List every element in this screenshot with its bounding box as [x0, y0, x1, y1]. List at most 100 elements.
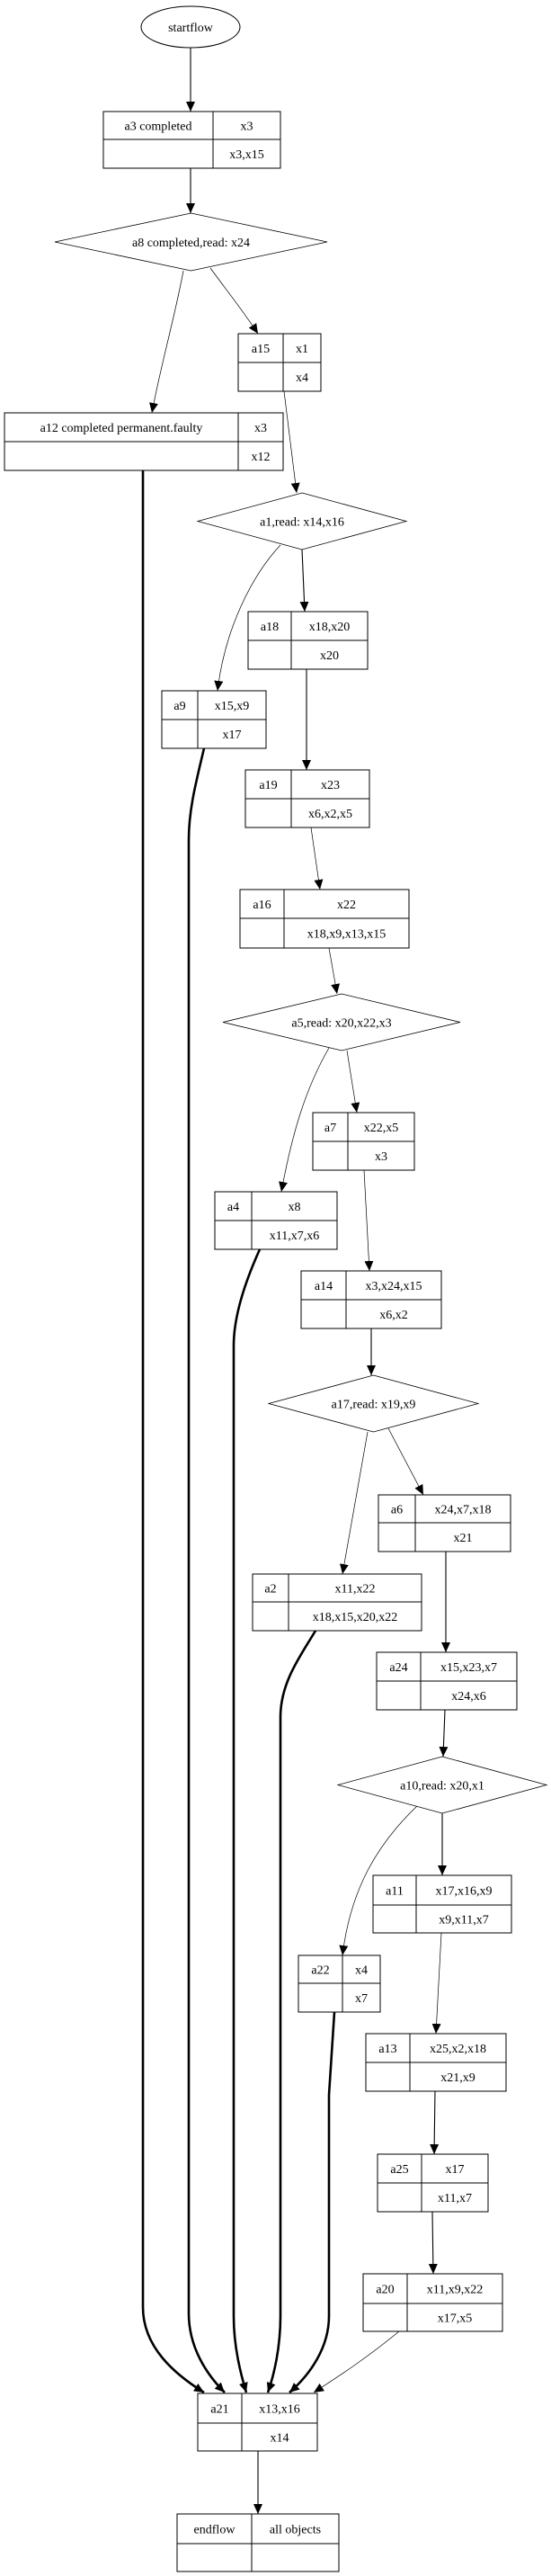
node-a21[interactable]: a21 x13,x16 x14: [197, 2393, 318, 2452]
decision-label: a1,read: x14,x16: [260, 516, 344, 530]
node-name: a14: [315, 1280, 333, 1293]
node-top-values: x1: [296, 343, 308, 356]
edge-a5-to-a7: [346, 1050, 360, 1114]
node-bottom-values: x17,x5: [438, 2312, 473, 2326]
node-bottom-values: x18,x9,x13,x15: [307, 928, 387, 942]
node-name: a3 completed: [124, 121, 191, 134]
node-a16[interactable]: a16 x22 x18,x9,x13,x15: [239, 889, 410, 949]
node-top-values: x25,x2,x18: [430, 2043, 486, 2056]
decision-a5[interactable]: a5,read: x20,x22,x3: [222, 993, 461, 1051]
node-bottom-values: x11,x7,x6: [270, 1230, 319, 1243]
decision-a17[interactable]: a17,read: x19,x9: [267, 1374, 480, 1433]
node-bottom-values: x3,x15: [229, 148, 264, 162]
node-bottom-values: x7: [355, 1992, 368, 2006]
node-bottom-values: x24,x6: [451, 1690, 486, 1704]
node-name: a16: [253, 899, 271, 912]
node-a18[interactable]: a18 x18,x20 x20: [247, 611, 369, 670]
node-box: [176, 2513, 340, 2572]
decision-a10[interactable]: a10,read: x20,x1: [336, 1756, 548, 1814]
edge-a2-to-a21: [266, 1630, 317, 2393]
edge-a1-to-a18: [299, 549, 309, 613]
decision-label: a17,read: x19,x9: [332, 1399, 416, 1412]
node-top-values: x3,x24,x15: [366, 1280, 422, 1293]
node-top-values: x22: [337, 899, 356, 912]
edge-a10-to-a22: [339, 1805, 418, 1956]
edge-a15-to-a1: [283, 390, 300, 494]
edge-a8-to-a12: [149, 270, 184, 414]
node-top-values: x18,x20: [309, 621, 351, 634]
node-bottom-values: x6,x2,x5: [308, 808, 352, 821]
decision-a8[interactable]: a8 completed,read: x24: [54, 212, 328, 272]
node-bottom-values: x20: [320, 649, 339, 663]
edge-a9-to-a21: [187, 747, 226, 2393]
node-top-values: x13,x16: [259, 2403, 300, 2417]
node-bottom-values: x12: [252, 451, 271, 464]
node-name: a11: [386, 1885, 404, 1899]
node-bottom-values: x18,x15,x20,x22: [313, 1611, 398, 1624]
edge-a22-to-a21: [289, 2011, 336, 2393]
node-name: a4: [227, 1201, 239, 1214]
node-name: a12 completed permanent.faulty: [40, 422, 203, 435]
node-name: endflow: [194, 2524, 236, 2537]
start-node[interactable]: startflow: [140, 5, 241, 49]
node-name: a19: [259, 779, 277, 792]
node-top-values: x11,x22: [335, 1583, 376, 1597]
node-name: a21: [210, 2403, 228, 2417]
edge-a4-to-a21: [232, 1248, 262, 2393]
node-bottom-values: x14: [271, 2432, 289, 2446]
decision-label: a8 completed,read: x24: [132, 237, 250, 250]
edge-a25-to-a20: [428, 2211, 438, 2275]
node-a12[interactable]: a12 completed permanent.faulty x3 x12: [4, 412, 284, 471]
edge-a19-to-a16: [310, 827, 324, 890]
node-name: a25: [390, 2163, 408, 2177]
node-top-values: x3: [254, 422, 267, 435]
edge-a1-to-a9: [214, 544, 281, 692]
edge-a13-to-a25: [430, 2090, 440, 2155]
node-bottom-values: x4: [296, 371, 308, 385]
node-a25[interactable]: a25 x17 x11,x7: [377, 2153, 489, 2213]
node-name: a18: [261, 621, 279, 634]
node-bottom-values: x3: [375, 1150, 387, 1164]
decision-a1[interactable]: a1,read: x14,x16: [196, 492, 408, 550]
node-box: [197, 2393, 318, 2452]
decision-diamond: [267, 1374, 480, 1433]
decision-diamond: [336, 1756, 548, 1814]
edge-a11-to-a13: [431, 1932, 442, 2035]
start-label: startflow: [168, 22, 214, 35]
decision-label: a10,read: x20,x1: [400, 1780, 484, 1793]
edge-a16-to-a5: [328, 947, 341, 995]
node-top-values: x17,x16,x9: [436, 1885, 493, 1899]
node-top-values: x15,x9: [215, 700, 250, 713]
node-top-values: x17: [446, 2163, 465, 2177]
node-name: a24: [389, 1661, 407, 1675]
node-a14[interactable]: a14 x3,x24,x15 x6,x2: [300, 1270, 442, 1329]
node-bottom-values: x17: [223, 729, 242, 742]
node-bottom-values: x11,x7: [438, 2192, 472, 2205]
node-bottom-values: x6,x2: [379, 1309, 408, 1322]
edge-a8-to-a15: [209, 267, 259, 335]
node-name: a7: [324, 1122, 336, 1135]
node-name: a13: [378, 2043, 396, 2056]
decision-diamond: [54, 212, 328, 272]
edge-a20-to-a21: [313, 2330, 400, 2393]
decision-diamond: [222, 993, 461, 1051]
node-top-values: x4: [355, 1964, 368, 1978]
edge-a5-to-a4: [279, 1047, 330, 1193]
decision-diamond: [196, 492, 408, 550]
edge-a7-to-a14: [363, 1169, 374, 1272]
